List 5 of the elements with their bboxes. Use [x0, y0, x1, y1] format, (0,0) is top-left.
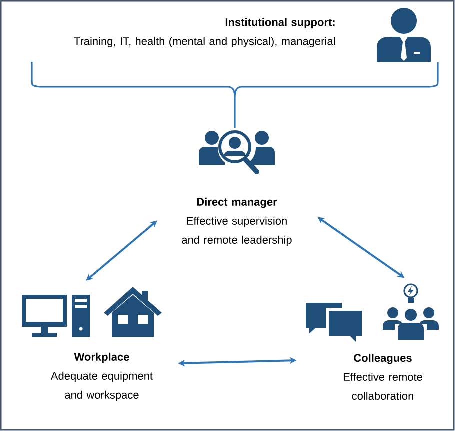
- node-label: Direct manager Effective supervision and remote leadership: [182, 198, 292, 246]
- arrow: [86, 220, 158, 281]
- node-label: Workplace Adequate equipment and workspace: [50, 352, 153, 402]
- node-label: Colleagues Effective remote collaboration: [344, 354, 422, 400]
- heading-text: Institutional support: Training, IT, health (mental and physical), managerial: [74, 18, 336, 48]
